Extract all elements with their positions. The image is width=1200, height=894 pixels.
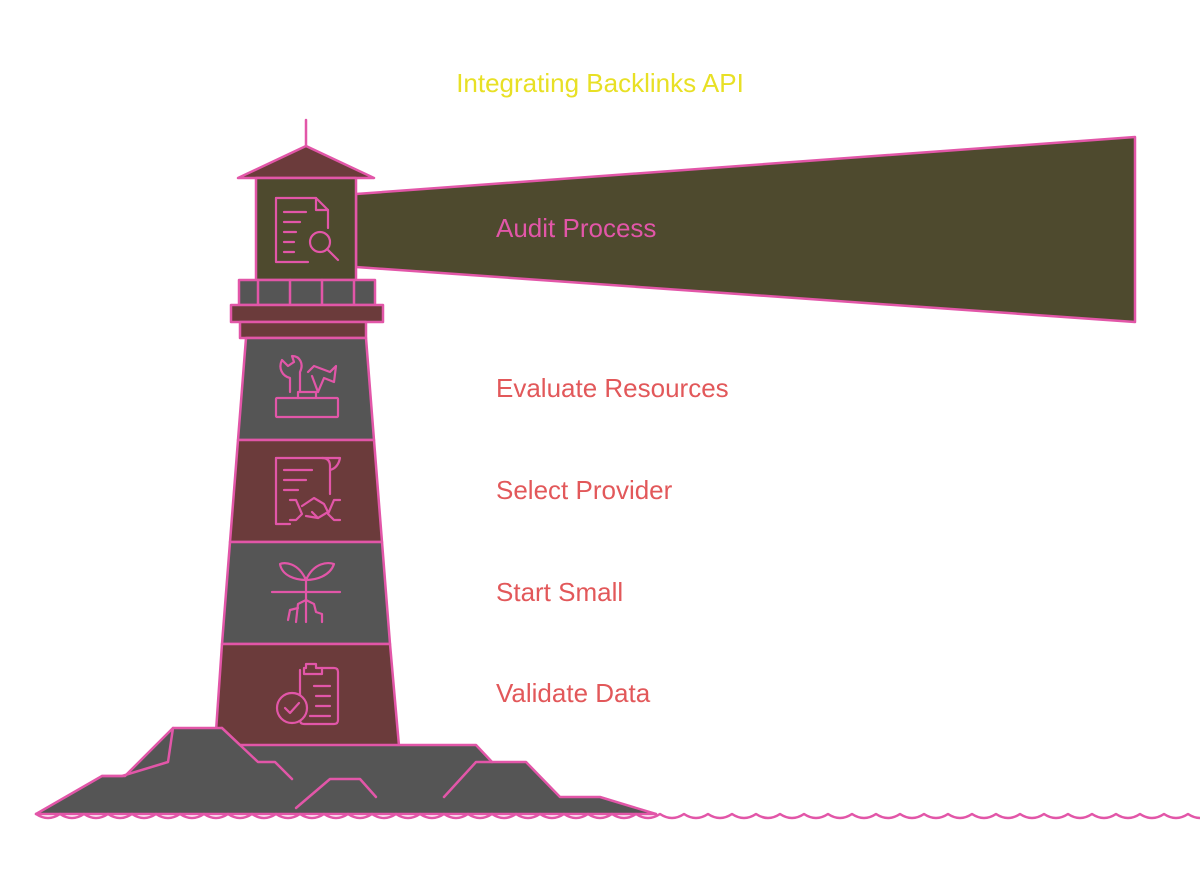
contract-handshake-icon — [274, 456, 342, 526]
tools-icon — [274, 354, 340, 419]
step-label-evaluate-resources: Evaluate Resources — [496, 373, 729, 403]
tower-band-evaluate — [236, 336, 376, 442]
step-label-start-small: Start Small — [496, 577, 624, 607]
lantern-room — [254, 176, 358, 282]
diagram-title: Integrating Backlinks API — [456, 68, 744, 98]
step-label-validate-data: Validate Data — [496, 678, 651, 708]
tower-collar — [238, 320, 368, 340]
light-beam — [354, 135, 1137, 324]
tower-band-validate — [213, 642, 401, 748]
document-search-icon — [274, 196, 340, 264]
sea-waves — [34, 812, 1200, 820]
sprout-icon — [270, 562, 342, 624]
step-label-select-provider: Select Provider — [496, 475, 673, 505]
step-label-audit-process: Audit Process — [496, 213, 657, 243]
gallery-platform — [229, 303, 385, 324]
clipboard-check-icon — [275, 662, 340, 726]
lighthouse-roof — [236, 144, 376, 180]
tower-band-select — [228, 438, 384, 544]
